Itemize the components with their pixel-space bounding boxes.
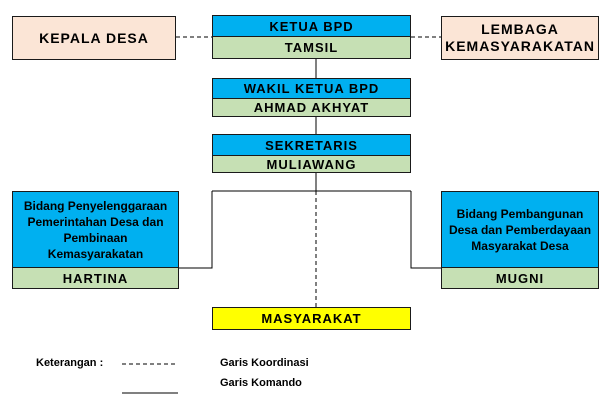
kepala-desa-label: KEPALA DESA (39, 30, 149, 46)
ketua-title-box: KETUA BPD (212, 15, 411, 37)
bidang-pemerintahan-name: HARTINA (62, 270, 129, 286)
lembaga-box: LEMBAGA KEMASYARAKATAN (441, 16, 599, 60)
wakil-title: WAKIL KETUA BPD (243, 81, 380, 96)
command-line-right (410, 191, 441, 269)
wakil-name-box: AHMAD AKHYAT (212, 98, 411, 117)
ketua-title: KETUA BPD (269, 18, 354, 34)
command-line-left (179, 191, 213, 269)
wakil-title-box: WAKIL KETUA BPD (212, 78, 411, 99)
bidang-pemerintahan-title: Bidang Penyelenggaraan Pemerintahan Desa… (23, 198, 168, 261)
sekretaris-name-box: MULIAWANG (212, 155, 411, 173)
ketua-name-box: TAMSIL (212, 36, 411, 59)
legend-solid-text: Garis Komando (220, 377, 302, 389)
bidang-pembangunan-title-box: Bidang Pembangunan Desa dan Pemberdayaan… (441, 191, 599, 268)
bidang-pembangunan-name-box: MUGNI (441, 267, 599, 289)
bidang-pembangunan-title: Bidang Pembangunan Desa dan Pemberdayaan… (448, 206, 592, 253)
legend-dashed-text: Garis Koordinasi (220, 357, 309, 369)
sekretaris-name: MULIAWANG (266, 156, 357, 172)
masyarakat-box: MASYARAKAT (212, 307, 411, 330)
kepala-desa-box: KEPALA DESA (12, 16, 176, 60)
sekretaris-title-box: SEKRETARIS (212, 134, 411, 156)
bidang-pemerintahan-title-box: Bidang Penyelenggaraan Pemerintahan Desa… (12, 191, 179, 268)
ketua-name: TAMSIL (284, 40, 339, 55)
legend-label: Keterangan : (36, 357, 104, 369)
wakil-name: AHMAD AKHYAT (253, 100, 370, 115)
bidang-pemerintahan-name-box: HARTINA (12, 267, 179, 289)
bidang-pembangunan-name: MUGNI (495, 270, 545, 286)
masyarakat-label: MASYARAKAT (261, 311, 362, 326)
sekretaris-title: SEKRETARIS (265, 137, 358, 153)
lembaga-label: LEMBAGA KEMASYARAKATAN (445, 21, 595, 54)
